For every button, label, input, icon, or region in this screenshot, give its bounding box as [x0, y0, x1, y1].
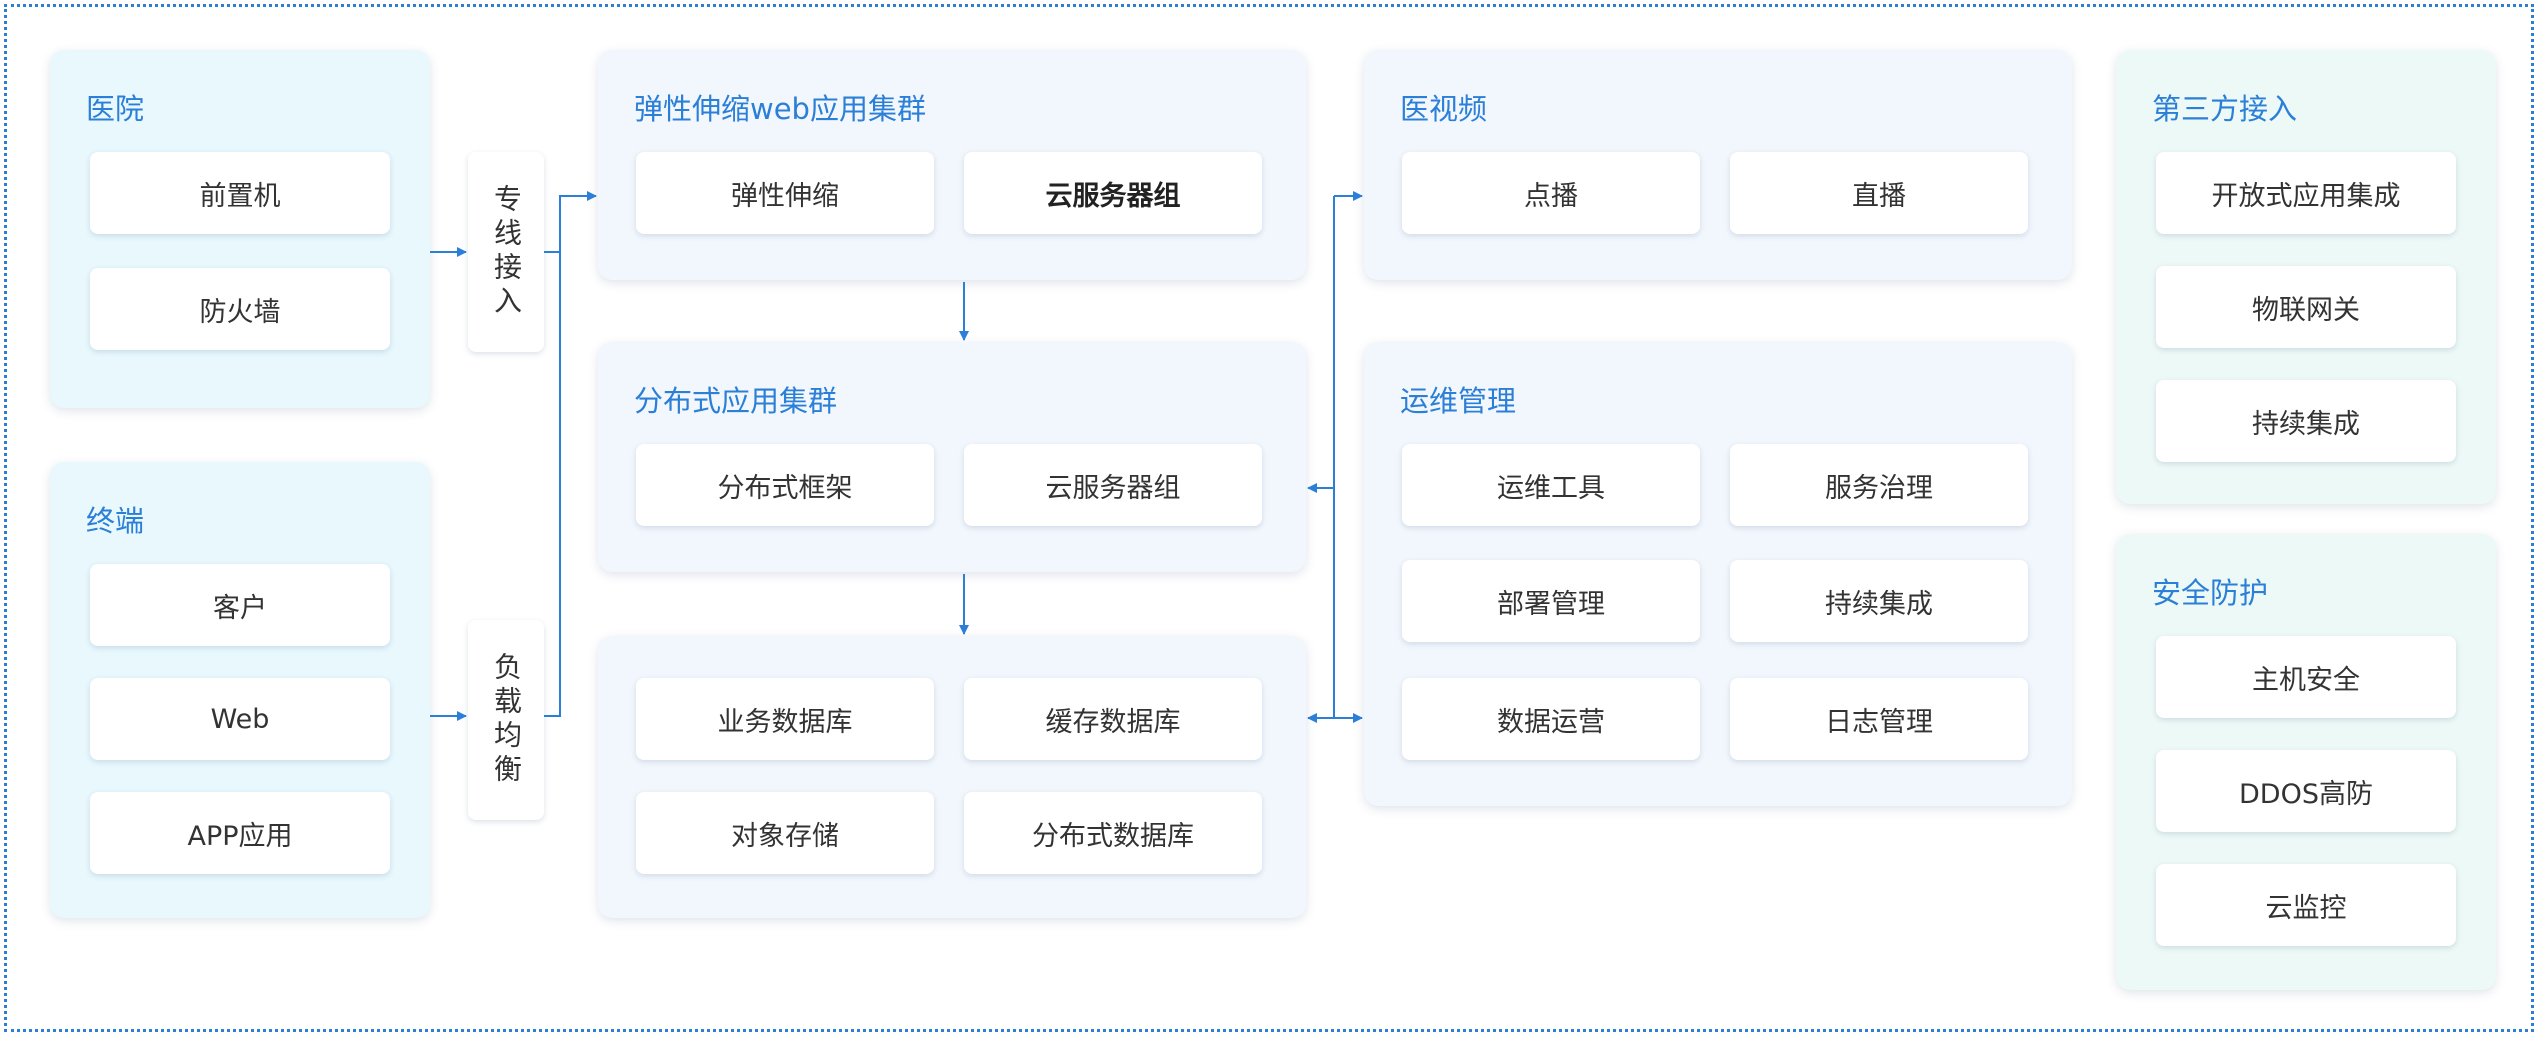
- medical-video-title: 医视频: [1400, 92, 1488, 126]
- third-party-title: 第三方接入: [2152, 92, 2298, 126]
- security-panel: 安全防护 主机安全 DDOS高防 云监控: [2116, 534, 2496, 990]
- terminal-title: 终端: [86, 504, 145, 538]
- ops-management-title: 运维管理: [1400, 384, 1517, 418]
- hospital-title: 医院: [86, 92, 145, 126]
- load-balance-box: 负载均衡: [468, 620, 544, 820]
- client-box: 客户: [90, 564, 390, 646]
- open-app-integration-box: 开放式应用集成: [2156, 152, 2456, 234]
- continuous-integration-box: 持续集成: [1730, 560, 2028, 642]
- data-operations-box: 数据运营: [1402, 678, 1700, 760]
- databases-panel: 业务数据库 缓存数据库 对象存储 分布式数据库: [598, 636, 1306, 918]
- object-storage-box: 对象存储: [636, 792, 934, 874]
- ops-tools-box: 运维工具: [1402, 444, 1700, 526]
- load-balance-label: 负载均衡: [490, 652, 523, 788]
- cloud-server-group-box-2: 云服务器组: [964, 444, 1262, 526]
- iot-gateway-box: 物联网关: [2156, 266, 2456, 348]
- elastic-cluster-title: 弹性伸缩web应用集群: [634, 92, 926, 126]
- terminal-panel: 终端 客户 Web APP应用: [50, 462, 430, 918]
- distributed-cluster-title: 分布式应用集群: [634, 384, 838, 418]
- medical-video-panel: 医视频 点播 直播: [1364, 50, 2072, 280]
- continuous-integration-box-2: 持续集成: [2156, 380, 2456, 462]
- front-end-processor-box: 前置机: [90, 152, 390, 234]
- cache-database-box: 缓存数据库: [964, 678, 1262, 760]
- deployment-management-box: 部署管理: [1402, 560, 1700, 642]
- dedicated-line-box: 专线接入: [468, 152, 544, 352]
- distributed-cluster-panel: 分布式应用集群 分布式框架 云服务器组: [598, 342, 1306, 572]
- service-governance-box: 服务治理: [1730, 444, 2028, 526]
- web-box: Web: [90, 678, 390, 760]
- business-database-box: 业务数据库: [636, 678, 934, 760]
- dedicated-line-label: 专线接入: [490, 184, 523, 320]
- security-title: 安全防护: [2152, 576, 2269, 610]
- firewall-box: 防火墙: [90, 268, 390, 350]
- hospital-panel: 医院 前置机 防火墙: [50, 50, 430, 408]
- cloud-server-group-box: 云服务器组: [964, 152, 1262, 234]
- elastic-scaling-box: 弹性伸缩: [636, 152, 934, 234]
- ddos-protection-box: DDOS高防: [2156, 750, 2456, 832]
- cloud-monitor-box: 云监控: [2156, 864, 2456, 946]
- host-security-box: 主机安全: [2156, 636, 2456, 718]
- diagram-frame: [4, 4, 2534, 1032]
- ops-management-panel: 运维管理 运维工具 服务治理 部署管理 持续集成 数据运营 日志管理: [1364, 342, 2072, 806]
- distributed-framework-box: 分布式框架: [636, 444, 934, 526]
- elastic-cluster-panel: 弹性伸缩web应用集群 弹性伸缩 云服务器组: [598, 50, 1306, 280]
- third-party-panel: 第三方接入 开放式应用集成 物联网关 持续集成: [2116, 50, 2496, 504]
- log-management-box: 日志管理: [1730, 678, 2028, 760]
- on-demand-box: 点播: [1402, 152, 1700, 234]
- app-box: APP应用: [90, 792, 390, 874]
- distributed-database-box: 分布式数据库: [964, 792, 1262, 874]
- live-box: 直播: [1730, 152, 2028, 234]
